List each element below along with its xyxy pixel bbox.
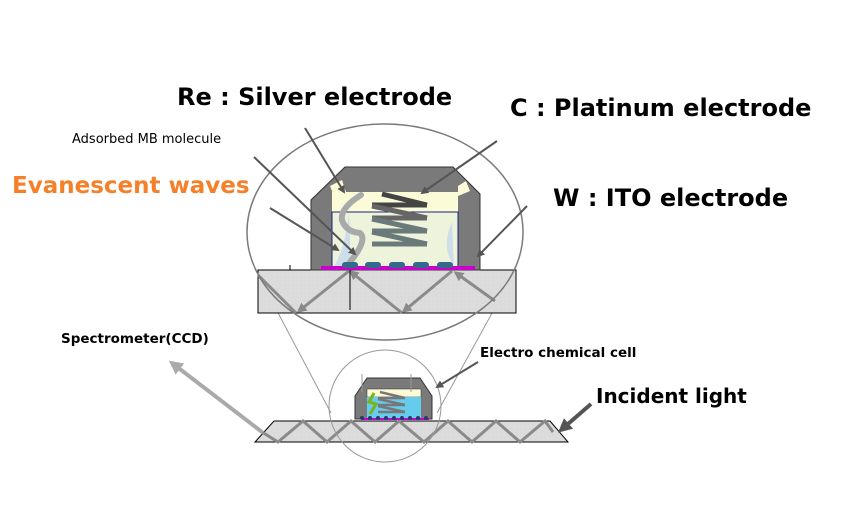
label-reference-electrode: Re : Silver electrode — [177, 83, 453, 111]
label-adsorbed-molecule: Adsorbed MB molecule — [72, 132, 222, 147]
overview-coil — [377, 390, 406, 414]
label-arrows — [253, 127, 528, 389]
evanescent-fringe-left — [333, 212, 351, 268]
label-electrochemical-cell: Electro chemical cell — [480, 345, 637, 361]
arrow-molecule — [253, 156, 357, 256]
overview-setup — [253, 349, 570, 463]
arrow-ec-cell — [435, 361, 479, 389]
evanescent-fringe-right — [446, 222, 456, 268]
zoomed-light-path — [256, 269, 496, 315]
arrow-ito — [476, 205, 528, 258]
label-spectrometer: Spectrometer(CCD) — [61, 331, 209, 347]
spectrometer-ray — [168, 360, 264, 434]
incident-ray — [557, 402, 593, 433]
label-incident-light: Incident light — [596, 384, 747, 408]
adsorbed-molecules — [342, 262, 453, 268]
overview-light-path — [261, 418, 555, 444]
zoomed-cell-view — [246, 123, 524, 341]
arrow-silver — [304, 127, 346, 194]
platinum-lead — [458, 181, 470, 196]
arrow-platinum — [420, 140, 498, 195]
overview-molecules — [360, 416, 428, 420]
zoom-ellipse — [246, 123, 524, 341]
label-evanescent-waves: Evanescent waves — [12, 173, 250, 199]
platinum-coil — [371, 191, 428, 247]
zoomed-waveguide — [257, 269, 517, 314]
overview-silver-electrode — [366, 392, 379, 415]
overview-zoom-circle — [328, 349, 442, 463]
label-working-electrode: W : ITO electrode — [553, 184, 789, 212]
silver-electrode — [338, 192, 366, 265]
label-counter-electrode: C : Platinum electrode — [510, 94, 812, 122]
arrow-evanescent — [269, 207, 340, 252]
